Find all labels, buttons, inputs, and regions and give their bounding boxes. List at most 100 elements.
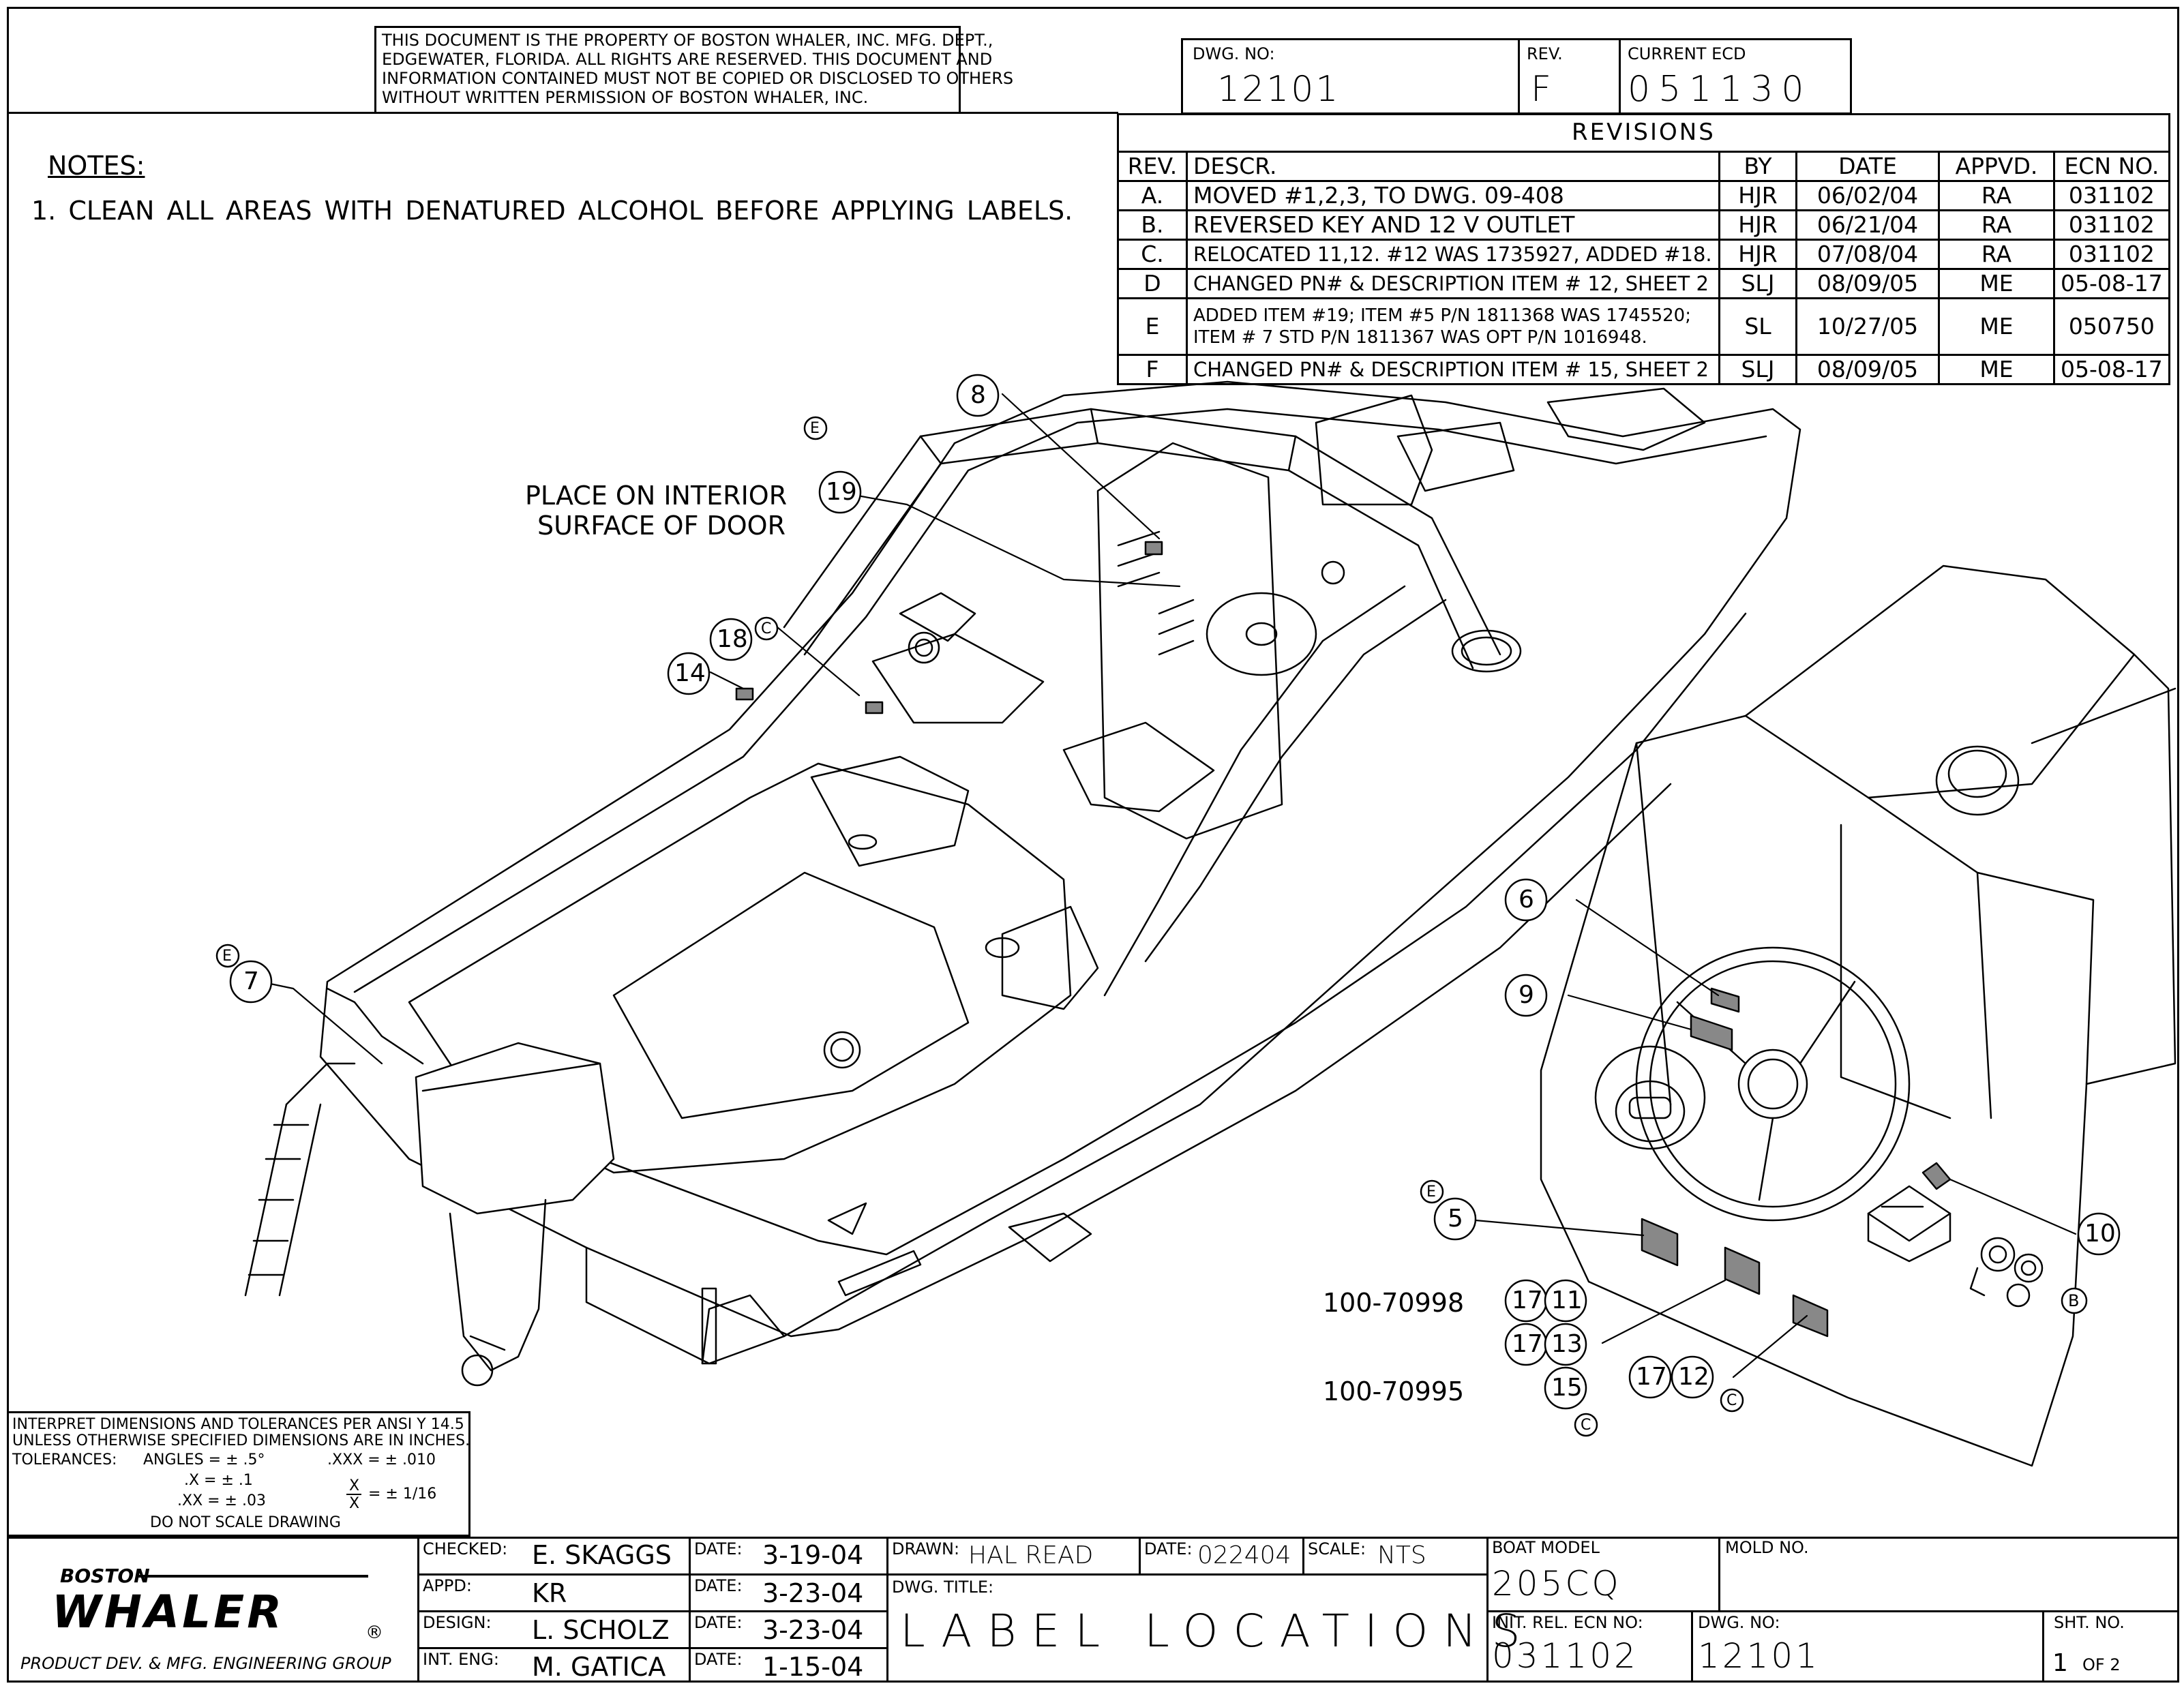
dwg-no-value: 12101 [1217, 69, 1341, 110]
part-number-b: 100-70995 [1323, 1376, 1465, 1406]
ecd-value: 051130 [1628, 69, 1812, 110]
ecn-cell: 031102 [2053, 239, 2170, 270]
by-cell: SLJ [1718, 268, 1797, 299]
descr-cell: ADDED ITEM #19; ITEM #5 P/N 1811368 WAS … [1186, 297, 1720, 356]
callout-6: 6 [1519, 886, 1534, 914]
descr-line: ADDED ITEM #19; ITEM #5 P/N 1811368 WAS … [1193, 305, 1691, 326]
date-value: 3-19-04 [762, 1540, 864, 1570]
callout-5: 5 [1448, 1205, 1463, 1233]
date-cell: 06/21/04 [1795, 209, 1940, 241]
tolerance-xx: .XX = ± .03 [177, 1492, 266, 1509]
callout-19: 19 [826, 478, 857, 506]
proprietary-notice: THIS DOCUMENT IS THE PROPERTY OF BOSTON … [374, 26, 1013, 112]
tolerance-line: INTERPRET DIMENSIONS AND TOLERANCES PER … [12, 1416, 464, 1433]
appvd-cell: RA [1938, 180, 2055, 211]
col-header: BY [1718, 151, 1797, 182]
by-cell: SLJ [1718, 354, 1797, 385]
revision-row: D CHANGED PN# & DESCRIPTION ITEM # 12, S… [1117, 268, 2170, 299]
tolerance-frac-value: = ± 1/16 [368, 1486, 437, 1503]
date-cell: 08/09/05 [1795, 354, 1940, 385]
col-header: APPVD. [1938, 151, 2055, 182]
revisions-header-row: REV. DESCR. BY DATE APPVD. ECN NO. [1117, 151, 2170, 182]
sheet-label: SHT. NO. [2054, 1613, 2125, 1632]
logo-registered: ® [365, 1623, 383, 1643]
descr-cell: RELOCATED 11,12. #12 WAS 1735927, ADDED … [1186, 239, 1720, 270]
appvd-cell: ME [1938, 268, 2055, 299]
descr-cell: CHANGED PN# & DESCRIPTION ITEM # 12, SHE… [1186, 268, 1720, 299]
proprietary-line: INFORMATION CONTAINED MUST NOT BE COPIED… [382, 69, 1014, 88]
place-on-interior-text: SURFACE OF DOOR [537, 511, 786, 541]
revisions-title: REVISIONS [1117, 113, 2170, 153]
date-label: DATE: [694, 1650, 743, 1669]
engineering-group: PRODUCT DEV. & MFG. ENGINEERING GROUP [20, 1654, 391, 1673]
date-value: 3-23-04 [762, 1615, 864, 1645]
label-area-6 [1710, 987, 1740, 1013]
boarding-ladder [244, 1103, 322, 1297]
do-not-scale: DO NOT SCALE DRAWING [150, 1514, 341, 1531]
proprietary-line: EDGEWATER, FLORIDA. ALL RIGHTS ARE RESER… [382, 50, 993, 69]
tolerances-label: TOLERANCES: [12, 1451, 117, 1468]
date-label: DATE: [694, 1576, 743, 1595]
descr-line: ITEM # 7 STD P/N 1811367 WAS OPT P/N 101… [1193, 327, 1647, 348]
ecn-cell: 05-08-17 [2053, 354, 2170, 385]
rev-cell: D [1117, 268, 1188, 299]
callout-13: 13 [1551, 1330, 1583, 1358]
inteng-label: INT. ENG: [423, 1650, 499, 1669]
callout-10: 10 [2084, 1220, 2116, 1248]
drawn-date-label: DATE: [1144, 1539, 1193, 1558]
init-ecn-label: INIT. REL. ECN NO: [1492, 1613, 1643, 1632]
proprietary-line: THIS DOCUMENT IS THE PROPERTY OF BOSTON … [382, 31, 993, 50]
title-dwg-no-value: 12101 [1698, 1636, 1821, 1676]
appd-value: KR [532, 1578, 567, 1608]
tolerance-line: UNLESS OTHERWISE SPECIFIED DIMENSIONS AR… [12, 1432, 470, 1449]
callout-17: 17 [1636, 1363, 1667, 1391]
callout-8: 8 [970, 381, 986, 409]
rev-cell: E [1117, 297, 1188, 356]
rev-value: F [1531, 69, 1553, 110]
init-ecn-value: 031102 [1492, 1636, 1639, 1676]
date-cell: 08/09/05 [1795, 268, 1940, 299]
appvd-cell: ME [1938, 354, 2055, 385]
callout-18: 18 [717, 625, 748, 653]
revision-row: B. REVERSED KEY AND 12 V OUTLET HJR 06/2… [1117, 209, 2170, 241]
inteng-value: M. GATICA [532, 1652, 666, 1682]
col-header: ECN NO. [2053, 151, 2170, 182]
dwg-title-value: LABEL LOCATIONS [900, 1605, 1536, 1657]
date-cell: 07/08/04 [1795, 239, 1940, 270]
tolerances-block: INTERPRET DIMENSIONS AND TOLERANCES PER … [7, 1411, 470, 1537]
boat-model-value: 205CQ [1492, 1564, 1621, 1603]
callout-11: 11 [1551, 1286, 1583, 1314]
design-value: L. SCHOLZ [532, 1615, 670, 1645]
revision-row: C. RELOCATED 11,12. #12 WAS 1735927, ADD… [1117, 239, 2170, 270]
tolerance-frac-num: X [349, 1477, 360, 1494]
descr-cell: MOVED #1,2,3, TO DWG. 09-408 [1186, 180, 1720, 211]
mold-no-label: MOLD NO. [1725, 1538, 1809, 1557]
rev-cell: B. [1117, 209, 1188, 241]
ecn-cell: 031102 [2053, 209, 2170, 241]
rev-e-marker: E [1426, 1184, 1436, 1201]
rev-cell: C. [1117, 239, 1188, 270]
callout-9: 9 [1519, 981, 1534, 1009]
dwg-title-label: DWG. TITLE: [892, 1578, 994, 1597]
by-cell: HJR [1718, 239, 1797, 270]
place-on-interior-text: PLACE ON INTERIOR [525, 481, 788, 511]
appvd-cell: ME [1938, 297, 2055, 356]
descr-cell: CHANGED PN# & DESCRIPTION ITEM # 15, SHE… [1186, 354, 1720, 385]
dwg-no-label: DWG. NO: [1193, 44, 1275, 63]
ecn-cell: 050750 [2053, 297, 2170, 356]
descr-cell: REVERSED KEY AND 12 V OUTLET [1186, 209, 1720, 241]
by-cell: HJR [1718, 180, 1797, 211]
dashboard-outline [1540, 564, 2176, 1467]
revision-row: A. MOVED #1,2,3, TO DWG. 09-408 HJR 06/0… [1117, 180, 2170, 211]
revisions-table: REVISIONS REV. DESCR. BY DATE APPVD. ECN… [1117, 113, 2170, 385]
date-cell: 06/02/04 [1795, 180, 1940, 211]
tolerance-x: .X = ± .1 [184, 1472, 253, 1489]
part-number-a: 100-70998 [1323, 1288, 1465, 1318]
label-area-12 [1792, 1294, 1829, 1338]
date-value: 1-15-04 [762, 1652, 864, 1682]
tolerance-xxx: .XXX = ± .010 [327, 1451, 436, 1468]
header-dwg-box: DWG. NO: 12101 REV. F CURRENT ECD 051130 [1181, 38, 1852, 115]
col-header: DATE [1795, 151, 1940, 182]
